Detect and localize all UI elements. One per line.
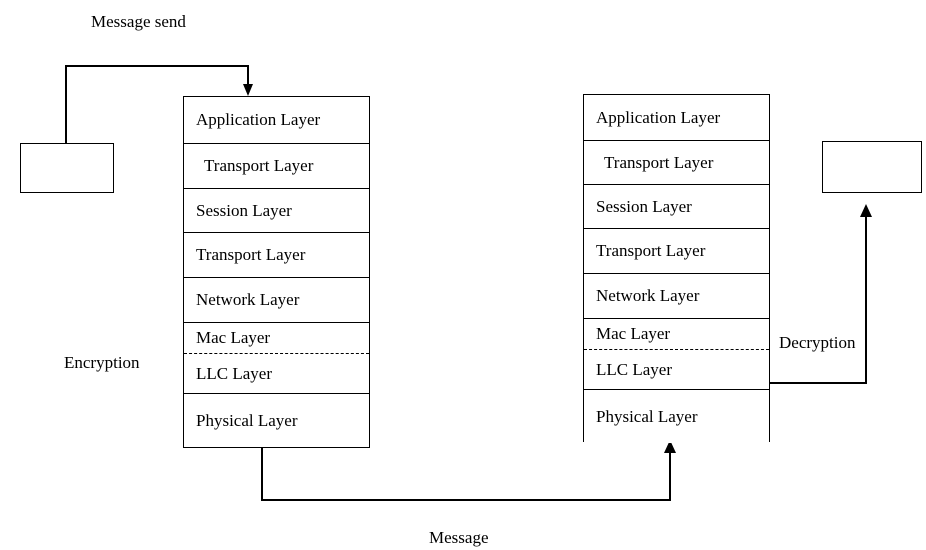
sender-layer-physical: Physical Layer bbox=[184, 394, 369, 447]
sender-layer-session: Session Layer bbox=[184, 189, 369, 233]
receiver-layer-llc: LLC Layer bbox=[584, 350, 769, 390]
sender-stack: Application Layer Transport Layer Sessio… bbox=[183, 96, 370, 448]
receiver-layer-session: Session Layer bbox=[584, 185, 769, 229]
receiver-layer-network: Network Layer bbox=[584, 274, 769, 319]
message-send-label: Message send bbox=[91, 12, 186, 31]
destination-node bbox=[822, 141, 922, 193]
receiver-layer-application: Application Layer bbox=[584, 95, 769, 141]
receiver-layer-transport-2: Transport Layer bbox=[584, 229, 769, 274]
sender-layer-transport-2: Transport Layer bbox=[184, 233, 369, 278]
sender-layer-application: Application Layer bbox=[184, 97, 369, 144]
receiver-stack: Application Layer Transport Layer Sessio… bbox=[583, 94, 770, 443]
decryption-label: Decryption bbox=[779, 333, 856, 352]
sender-layer-transport-1: Transport Layer bbox=[184, 144, 369, 189]
receiver-layer-physical: Physical Layer bbox=[584, 390, 769, 443]
encryption-label: Encryption bbox=[64, 353, 140, 372]
receiver-layer-transport-1: Transport Layer bbox=[584, 141, 769, 185]
receiver-layer-mac: Mac Layer bbox=[584, 319, 769, 350]
sender-layer-llc: LLC Layer bbox=[184, 354, 369, 394]
message-label: Message bbox=[429, 528, 489, 547]
sender-layer-network: Network Layer bbox=[184, 278, 369, 323]
source-node bbox=[20, 143, 114, 193]
sender-layer-mac: Mac Layer bbox=[184, 323, 369, 354]
